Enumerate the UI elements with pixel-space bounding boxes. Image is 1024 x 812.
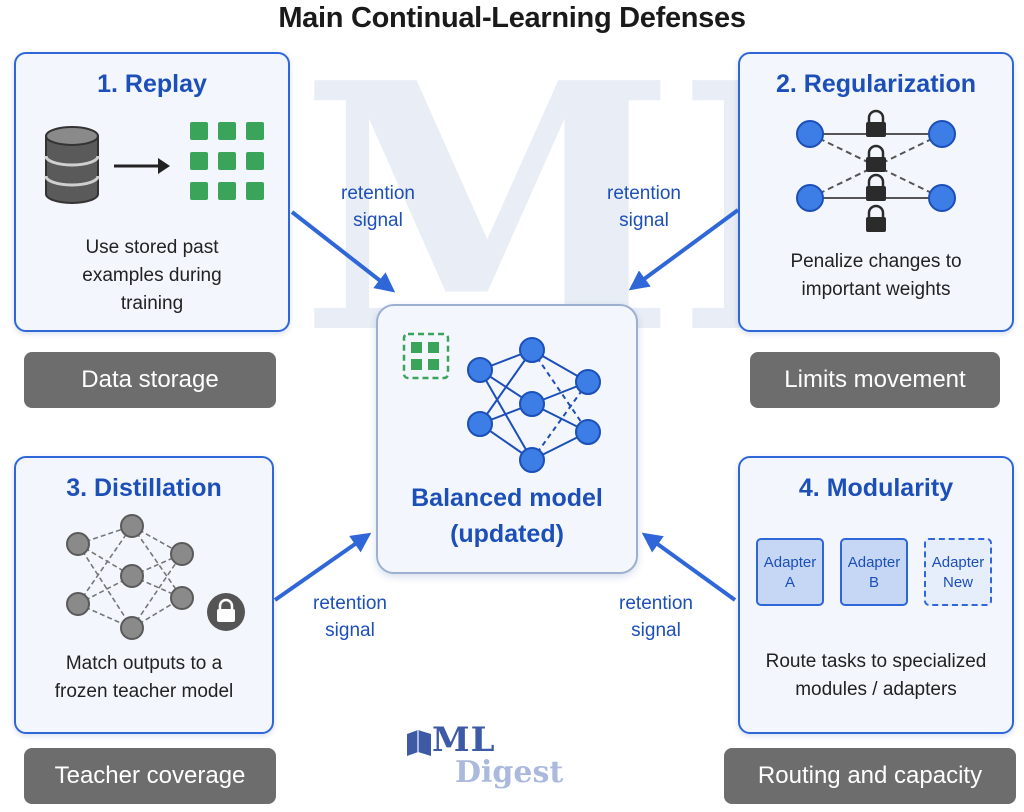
database-icon [44,126,100,204]
teacher-network-icon [66,514,245,640]
panel-replay: 1. Replay Use stored past examples durin… [14,52,290,332]
regularization-network-icon [796,109,956,232]
center-title: Balanced model (updated) [411,484,603,548]
grid-icon [190,122,264,200]
panel-description: Use stored past examples during training [82,237,222,314]
arrow-distillation [273,532,372,602]
arrow-modularity [641,532,737,602]
watermark-digest: Digest [455,755,564,790]
tag-routing-capacity: Routing and capacity [724,748,1016,804]
tag-limits-movement: Limits movement [750,352,1000,408]
arrow-replay [290,210,396,293]
tag-teacher-coverage: Teacher coverage [24,748,276,804]
lock-icon [866,109,886,232]
panel-regularization: 2. Regularization Penalize changes to im… [738,52,1014,332]
watermark-ml: ML [432,720,496,760]
lock-icon [207,593,245,631]
arrow-regularization [628,208,740,291]
page-title: Main Continual-Learning Defenses [278,2,746,34]
panel-description: Penalize changes to important weights [790,251,962,300]
panel-title: 4. Modularity [798,474,954,502]
center-balanced-model: Balanced model (updated) [376,304,638,574]
panel-title: 1. Replay [97,70,207,98]
panel-title: 2. Regularization [775,70,977,98]
replay-illustration [44,122,264,204]
arrow-right-icon [114,158,170,174]
panel-description: Match outputs to a frozen teacher model [54,653,234,702]
neural-network-icon [402,332,601,473]
book-icon [407,730,431,756]
panel-distillation: 3. Distillation Match outputs to a froze… [14,456,274,734]
grid-icon [402,332,450,380]
panel-title: 3. Distillation [66,474,222,502]
panel-description: Route tasks to specialized modules / ada… [765,651,987,700]
tag-data-storage: Data storage [24,352,276,408]
